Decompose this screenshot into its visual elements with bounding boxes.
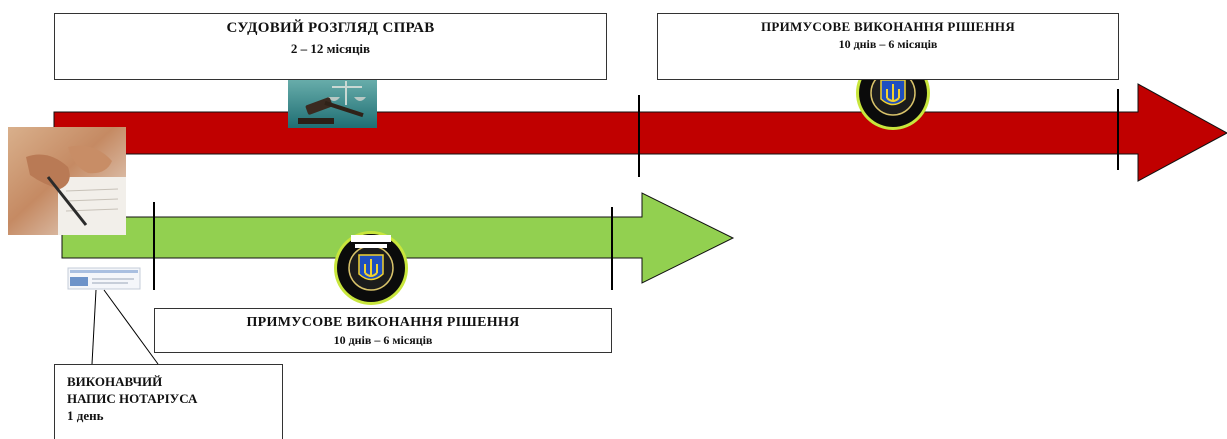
hand-signing-document-icon: [8, 127, 126, 235]
notary-process-arrow: [61, 192, 735, 284]
enforcement-bottom-duration: 10 днів – 6 місяців: [333, 333, 433, 347]
notary-callout-line-2: [103, 289, 159, 365]
notary-callout-line: [91, 289, 97, 365]
notary-inscription-box: ВИКОНАВЧИЙ НАПИС НОТАРІУСА 1 день: [54, 364, 283, 439]
state-enforcement-service-emblem-icon: [334, 231, 408, 305]
court-proceedings-title: СУДОВИЙ РОЗГЛЯД СПРАВ: [226, 20, 435, 36]
enforcement-bottom-box: ПРИМУСОВЕ ВИКОНАННЯ РІШЕННЯ 10 днів – 6 …: [154, 308, 612, 353]
gavel-scales-icon: [288, 75, 377, 128]
notary-inscription-duration: 1 день: [67, 408, 104, 423]
notary-inscription-line-1: ВИКОНАВЧИЙ: [67, 374, 163, 389]
notary-document-icon: [67, 267, 141, 290]
enforcement-top-duration: 10 днів – 6 місяців: [838, 37, 938, 51]
enforcement-top-box: ПРИМУСОВЕ ВИКОНАННЯ РІШЕННЯ 10 днів – 6 …: [657, 13, 1119, 80]
court-proceedings-duration: 2 – 12 місяців: [290, 41, 371, 56]
court-proceedings-box: СУДОВИЙ РОЗГЛЯД СПРАВ 2 – 12 місяців: [54, 13, 607, 80]
enforcement-top-title: ПРИМУСОВЕ ВИКОНАННЯ РІШЕННЯ: [760, 19, 1016, 34]
enforcement-bottom-title: ПРИМУСОВЕ ВИКОНАННЯ РІШЕННЯ: [246, 315, 520, 330]
notary-inscription-line-2: НАПИС НОТАРІУСА: [67, 391, 198, 406]
court-process-arrow: [53, 83, 1227, 182]
